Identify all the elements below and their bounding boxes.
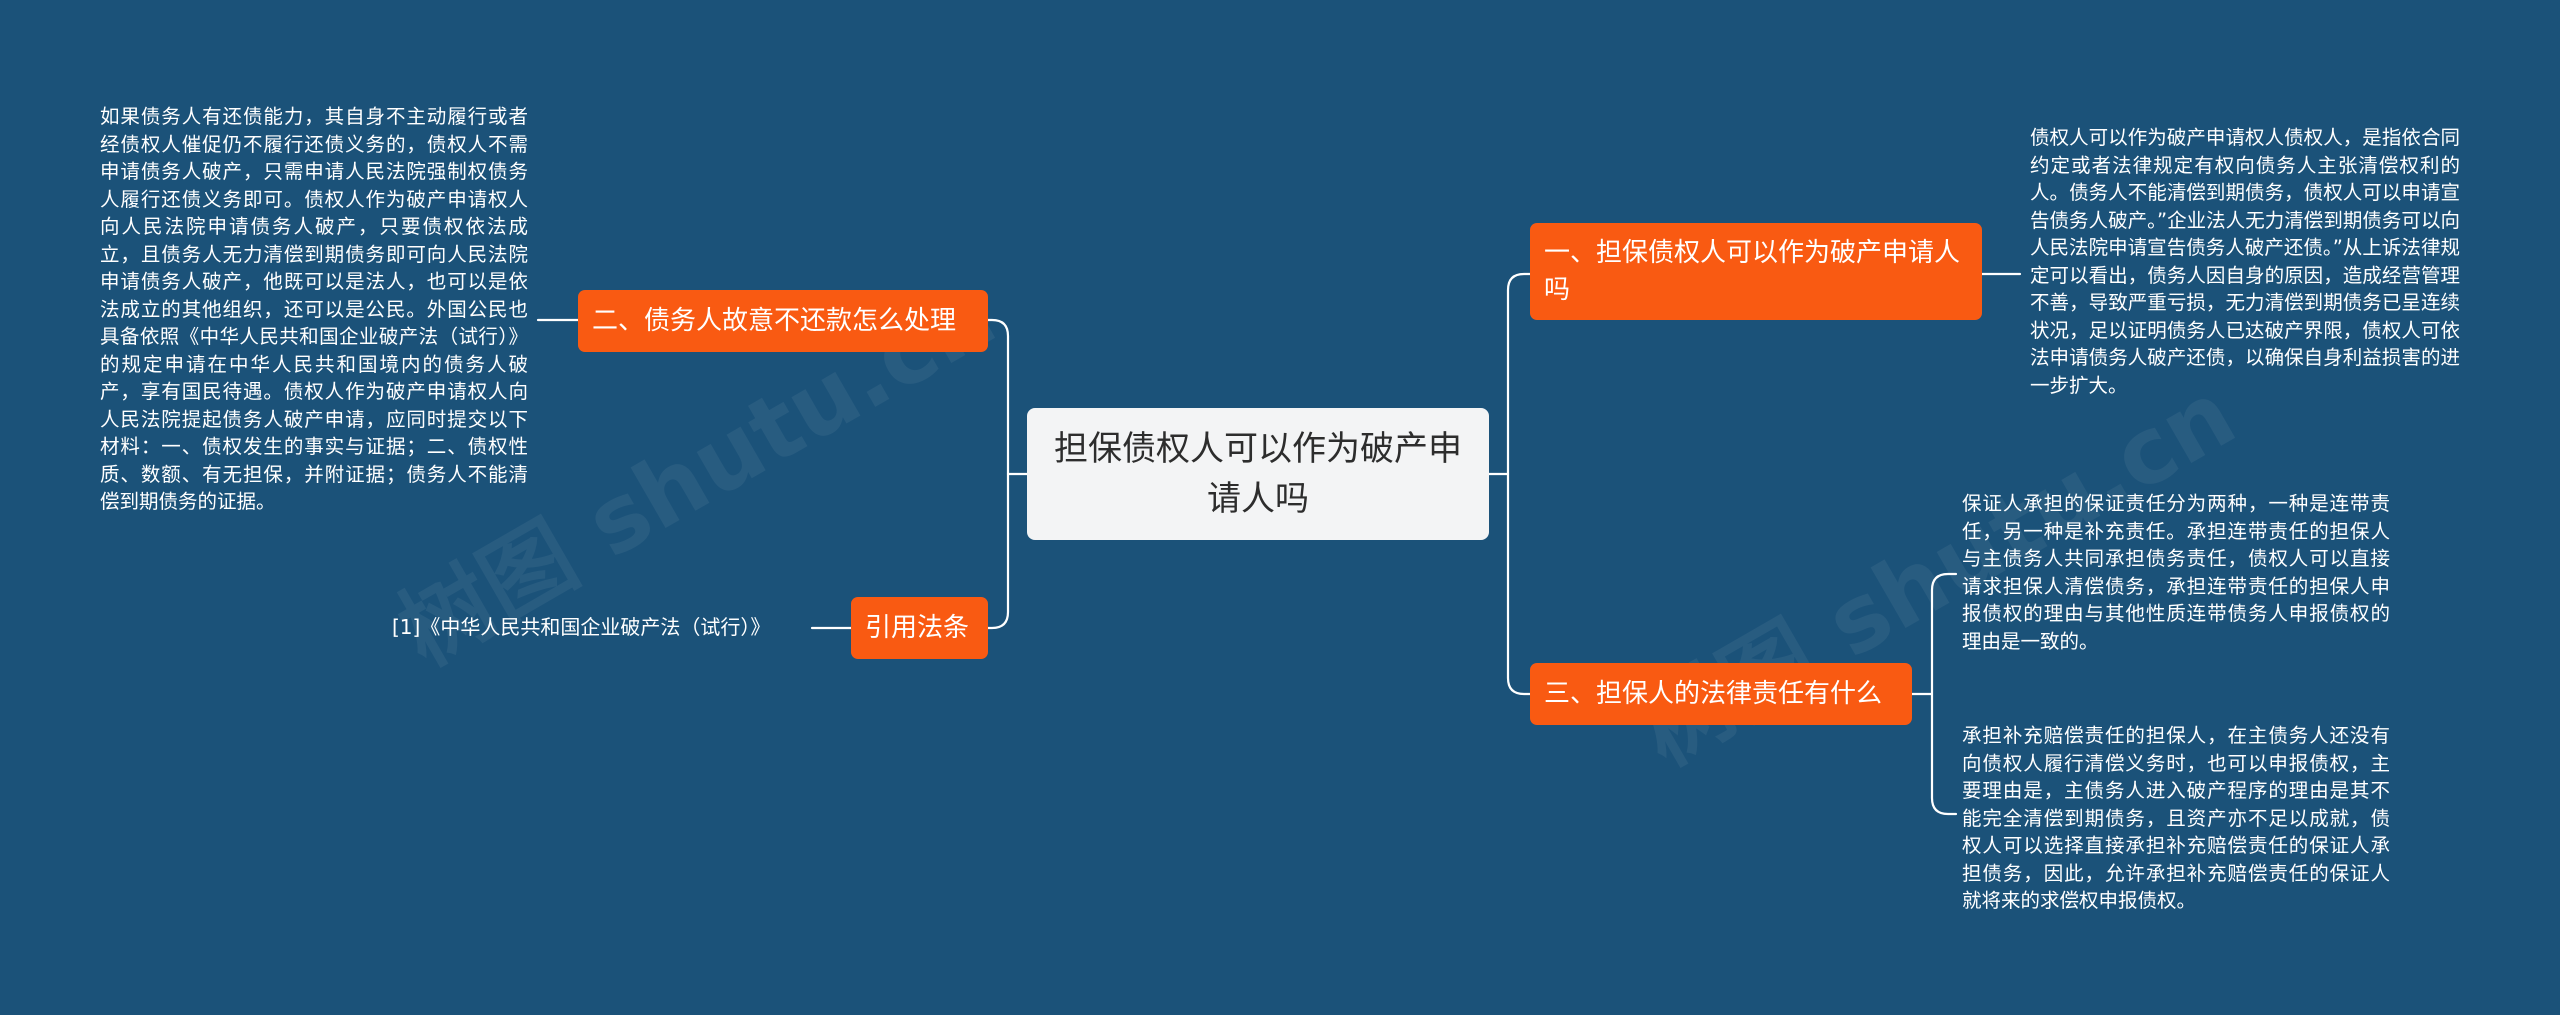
branch-3-detail-2: 承担补充赔偿责任的担保人，在主债务人还没有向债权人履行清偿义务时，也可以申报债权… [1962,724,2390,912]
connector-branch-3-details [1910,572,1958,816]
connector-root-branch-4 [986,472,1010,630]
connector-root-branch-1 [1506,272,1532,476]
branch-2-detail: 如果债务人有还债能力，其自身不主动履行或者经债权人催促仍不履行还债义务的，债权人… [100,105,528,513]
branch-3[interactable]: 三、担保人的法律责任有什么 [1530,663,1912,725]
root-topic-label: 担保债权人可以作为破产申请人吗 [1054,429,1462,519]
branch-1[interactable]: 一、担保债权人可以作为破产申请人吗 [1530,223,1982,320]
branch-1-detail: 债权人可以作为破产申请权人债权人，是指依合同约定或者法律规定有权向债务人主张清偿… [2030,126,2460,397]
citation-text: [1]《中华人民共和国企业破产法（试行）》 [392,615,771,639]
branch-2-label: 二、债务人故意不还款怎么处理 [592,305,957,336]
branch-4[interactable]: 引用法条 [851,597,988,659]
branch-1-label: 一、担保债权人可以作为破产申请人吗 [1544,237,1961,305]
branch-3-detail-1: 保证人承担的保证责任分为两种，一种是连带责任，另一种是补充责任。承担连带责任的担… [1962,492,2390,653]
root-topic[interactable]: 担保债权人可以作为破产申请人吗 [1027,408,1489,540]
branch-2[interactable]: 二、债务人故意不还款怎么处理 [578,290,988,352]
connector-root-branch-2 [986,318,1010,476]
branch-3-label: 三、担保人的法律责任有什么 [1544,678,1883,709]
branch-4-label: 引用法条 [865,612,970,643]
connector-root-branch-3 [1506,472,1532,696]
